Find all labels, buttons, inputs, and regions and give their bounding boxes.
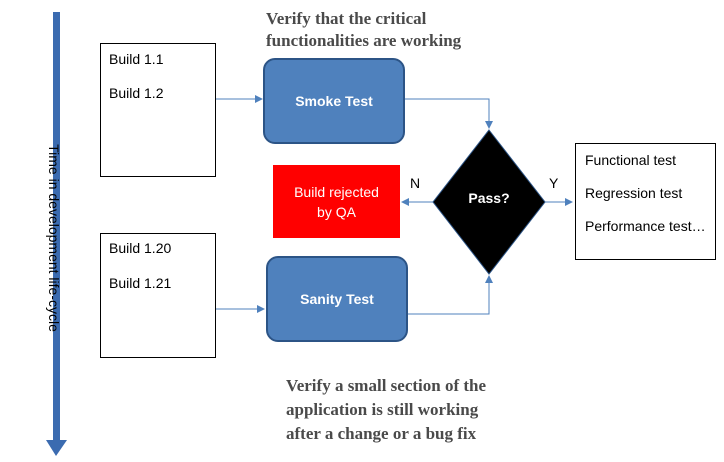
build-label: Build 1.20 [109, 240, 172, 256]
smoke-note-line-2: functionalities are working [266, 31, 462, 50]
connector-sanity-to-decision [408, 275, 493, 315]
sanity-note: Verify a small section of the applicatio… [286, 374, 486, 446]
connector-smoke-to-decision [404, 98, 493, 129]
smoke-note: Verify that the critical functionalities… [266, 8, 461, 52]
sanity-note-line-3: after a change or a bug fix [286, 424, 477, 443]
builds-top-box: Build 1.1 Build 1.2 [100, 43, 216, 177]
next-test-item: Performance test… [585, 218, 706, 234]
build-label: Build 1.1 [109, 51, 164, 67]
sanity-note-line-2: application is still working [286, 400, 479, 419]
sanity-test-box: Sanity Test [266, 256, 408, 342]
sanity-note-line-1: Verify a small section of the [286, 376, 487, 395]
decision-label: Pass? [468, 190, 510, 206]
builds-bottom-box: Build 1.20 Build 1.21 [100, 233, 216, 358]
rejected-line-2: by QA [317, 203, 356, 220]
smoke-test-label: Smoke Test [295, 93, 373, 109]
next-test-item: Regression test [585, 185, 683, 201]
sanity-test-label: Sanity Test [300, 291, 374, 307]
next-tests-box: Functional test Regression test Performa… [575, 143, 716, 260]
timeline-label: Time in development life-cycle [46, 144, 62, 332]
build-label: Build 1.2 [109, 85, 164, 101]
timeline-arrow-head [46, 440, 67, 456]
smoke-note-line-1: Verify that the critical [266, 9, 427, 28]
yes-label: Y [549, 175, 559, 191]
smoke-test-box: Smoke Test [263, 58, 405, 144]
next-test-item: Functional test [585, 152, 677, 168]
build-label: Build 1.21 [109, 275, 172, 291]
decision-diamond [432, 129, 546, 275]
build-rejected-box: Build rejected by QA [273, 165, 400, 238]
timeline-arrow-shaft [53, 12, 60, 442]
rejected-line-1: Build rejected [294, 183, 379, 200]
no-label: N [410, 175, 421, 191]
